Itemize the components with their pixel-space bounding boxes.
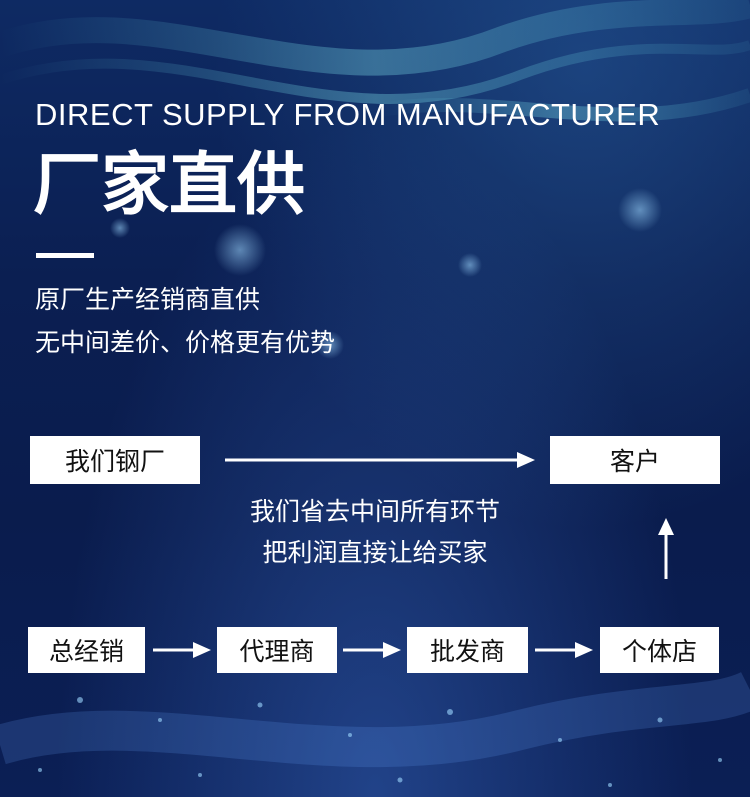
arrow-right-icon (153, 642, 211, 658)
english-title: DIRECT SUPPLY FROM MANUFACTURER (35, 97, 661, 132)
chain-box-distributor: 总经销 (28, 627, 145, 673)
arrow-right-icon (225, 452, 535, 468)
chain-box-retail-store: 个体店 (600, 627, 719, 673)
chain-box-wholesaler: 批发商 (407, 627, 528, 673)
factory-box: 我们钢厂 (30, 436, 200, 484)
arrow-right-icon (535, 642, 593, 658)
page-title: 厂家直供 (33, 146, 306, 225)
description-line-1: 原厂生产经销商直供 (35, 285, 261, 314)
chain-box-agent: 代理商 (217, 627, 337, 673)
title-divider (36, 253, 94, 258)
description-line-2: 无中间差价、价格更有优势 (35, 328, 336, 357)
customer-box: 客户 (550, 436, 720, 484)
arrow-up-icon (658, 518, 674, 579)
arrow-right-icon (343, 642, 401, 658)
middle-note-line-2: 把利润直接让给买家 (262, 538, 488, 567)
middle-note-line-1: 我们省去中间所有环节 (249, 497, 500, 526)
